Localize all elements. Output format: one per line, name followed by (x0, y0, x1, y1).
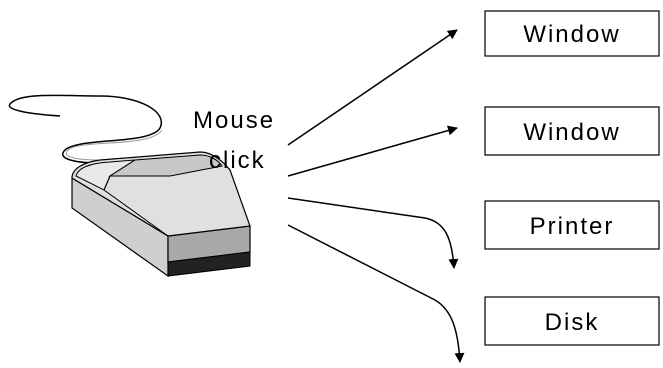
destination-box-disk: Disk (484, 296, 660, 346)
destination-label: Printer (530, 213, 615, 240)
mouse-icon (71, 151, 251, 278)
destination-box-window-2: Window (484, 106, 660, 156)
destination-label: Window (523, 21, 620, 48)
mouse-cable-icon (8, 94, 163, 164)
arrow-to-disk (287, 224, 465, 363)
arrow-to-window-2 (287, 125, 458, 177)
mouse-label-line1: Mouse (193, 107, 275, 134)
mouse-label-line2: click (209, 147, 266, 174)
destination-box-window-1: Window (484, 10, 660, 57)
destination-label: Window (523, 119, 620, 146)
arrow-to-printer (287, 197, 459, 269)
mouse-cable-inner-icon (65, 129, 163, 161)
arrow-to-window-1 (287, 29, 458, 146)
destination-box-printer: Printer (484, 200, 660, 250)
destination-label: Disk (545, 309, 600, 336)
